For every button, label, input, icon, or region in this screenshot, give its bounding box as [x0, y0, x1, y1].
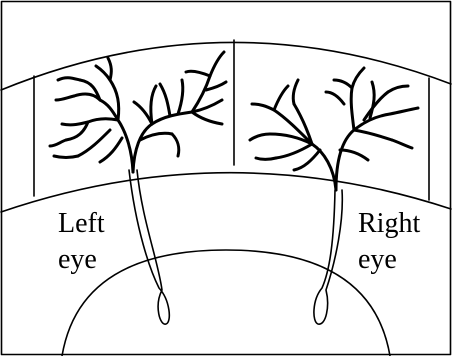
- left-stalk: [129, 170, 169, 324]
- left-eye-label: Left eye: [58, 206, 105, 278]
- right-eye-label: Right eye: [358, 206, 420, 278]
- left-eye-label-line1: Left: [58, 206, 105, 242]
- right-eye-label-line1: Right: [358, 206, 420, 242]
- right-stalk: [314, 190, 342, 324]
- left-dendrite-tree: [50, 52, 226, 172]
- lower-arc: [62, 250, 390, 356]
- right-eye-label-line2: eye: [358, 242, 420, 278]
- left-eye-label-line2: eye: [58, 242, 105, 278]
- right-dendrite-tree: [250, 68, 418, 190]
